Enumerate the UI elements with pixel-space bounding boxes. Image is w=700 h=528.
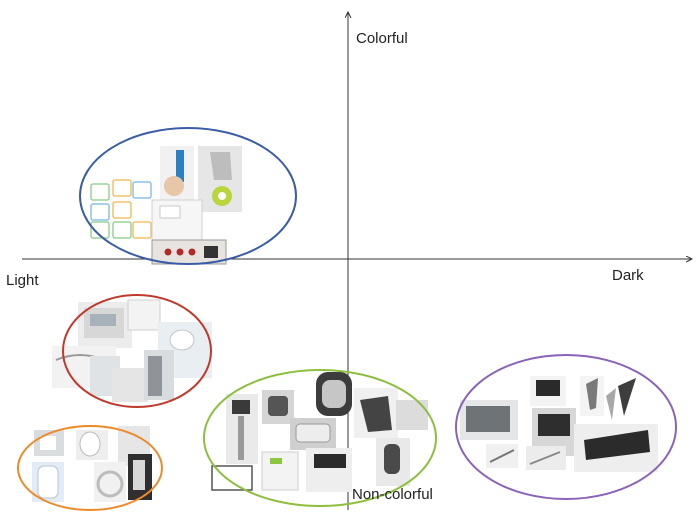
product-thumbnails xyxy=(32,426,152,502)
light-soft-cluster xyxy=(17,425,163,511)
axis-label-light: Light xyxy=(6,272,39,289)
neutral-noncolorful-cluster xyxy=(203,369,437,507)
cluster-outline xyxy=(203,369,437,507)
cluster-outline xyxy=(79,127,297,265)
axis-label-colorful: Colorful xyxy=(356,30,408,47)
product-thumbnails xyxy=(211,372,428,492)
product-thumbnails xyxy=(460,376,658,472)
product-thumbnails xyxy=(52,299,212,402)
cluster-outline xyxy=(455,354,677,500)
axis-label-non-colorful: Non-colorful xyxy=(352,486,433,503)
axis-label-dark: Dark xyxy=(612,267,644,284)
dark-noncolorful-cluster xyxy=(455,354,677,500)
colorful-light-cluster xyxy=(79,127,297,265)
light-white-cluster xyxy=(52,294,212,408)
cluster-outline xyxy=(17,425,163,511)
product-thumbnails xyxy=(90,146,242,265)
cluster-outline xyxy=(62,294,212,408)
